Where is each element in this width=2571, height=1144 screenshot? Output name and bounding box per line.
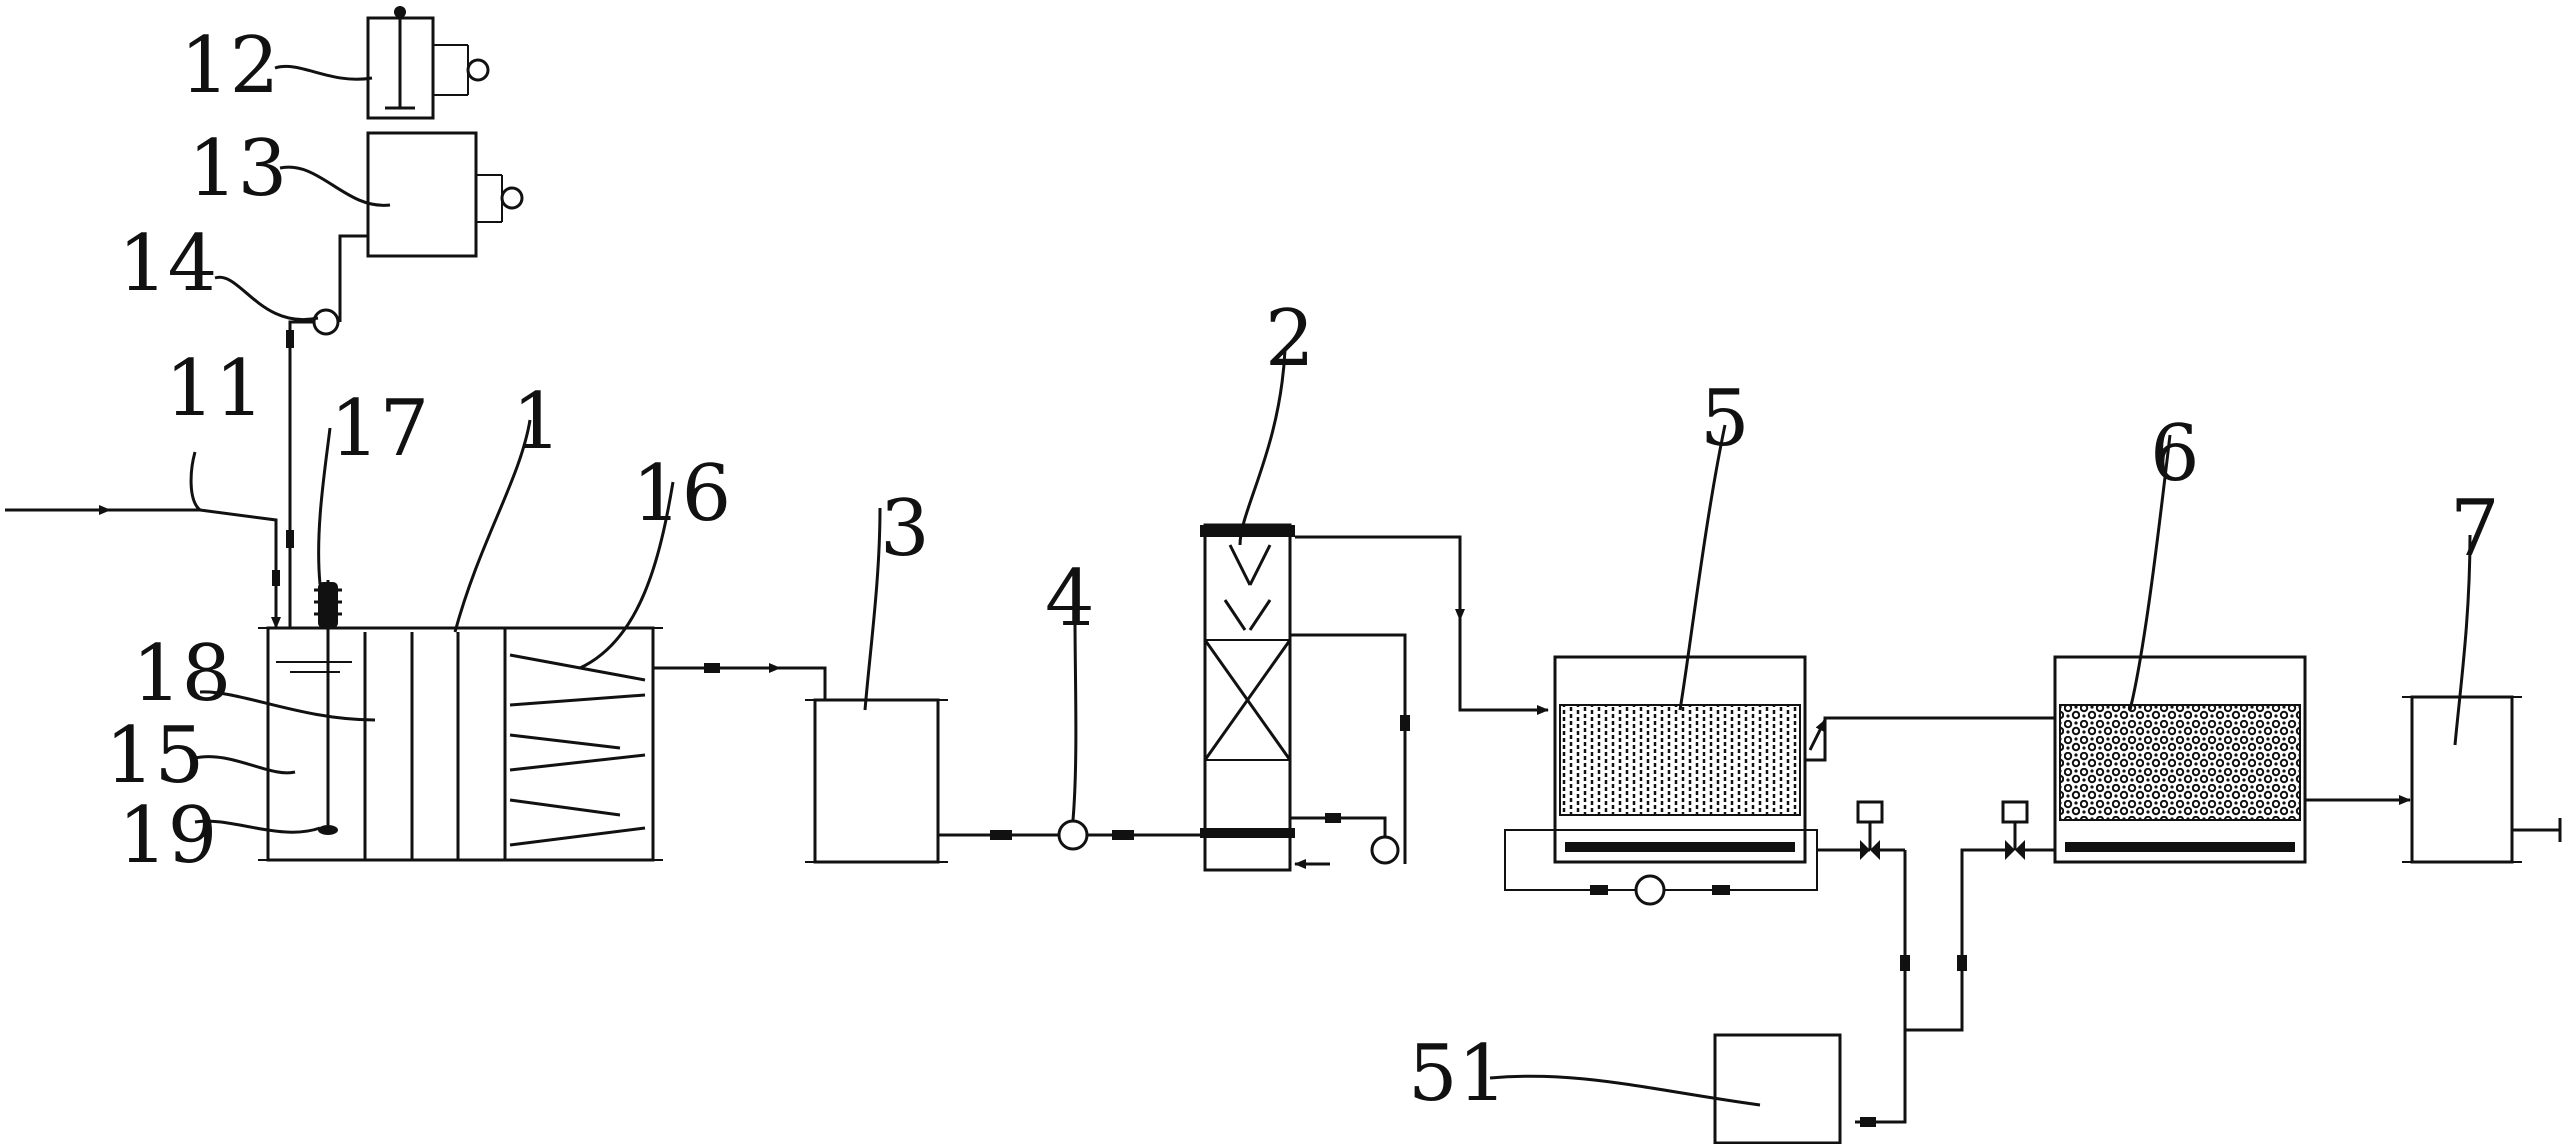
label-17: 17	[330, 384, 429, 474]
dosing-stirrer-17	[314, 582, 342, 628]
pipe-2-to-5	[1295, 535, 1549, 715]
label-7: 7	[2450, 484, 2500, 574]
label-16: 16	[632, 449, 731, 539]
label-1: 1	[512, 377, 562, 467]
recirculation-pump	[1290, 633, 1410, 869]
label-19: 19	[118, 791, 217, 881]
pipe-1-to-3	[653, 663, 827, 700]
label-6: 6	[2150, 409, 2200, 499]
backwash-system-51	[1713, 800, 2055, 1144]
label-13: 13	[188, 124, 287, 214]
leader-lines	[189, 65, 2472, 1107]
label-5: 5	[1700, 374, 1750, 464]
lift-pump-4	[938, 819, 1200, 851]
inclined-plate-settler-16	[509, 653, 646, 847]
bioreactor-6	[2053, 655, 2411, 864]
label-14: 14	[118, 219, 217, 309]
label-3: 3	[880, 484, 930, 574]
label-18: 18	[132, 629, 231, 719]
label-4: 4	[1045, 554, 1095, 644]
intermediate-tank-3	[805, 698, 948, 864]
inlet-pipe-11	[5, 505, 281, 629]
label-15: 15	[105, 711, 204, 801]
component-labels: 12 13 14 11 17 1 16 18 15 19 3 4 2 5 6 7…	[105, 21, 2500, 1119]
label-12: 12	[180, 21, 279, 111]
clean-water-tank-7	[2402, 695, 2562, 864]
oxidation-column-2	[1200, 523, 1295, 872]
dosing-tank-12	[366, 6, 490, 120]
bioreactor-5	[1504, 655, 2055, 906]
dosing-pump-14	[286, 234, 368, 628]
label-11: 11	[165, 344, 264, 434]
dosing-tank-13	[366, 131, 524, 258]
label-51: 51	[1408, 1029, 1507, 1119]
label-2: 2	[1265, 294, 1315, 384]
